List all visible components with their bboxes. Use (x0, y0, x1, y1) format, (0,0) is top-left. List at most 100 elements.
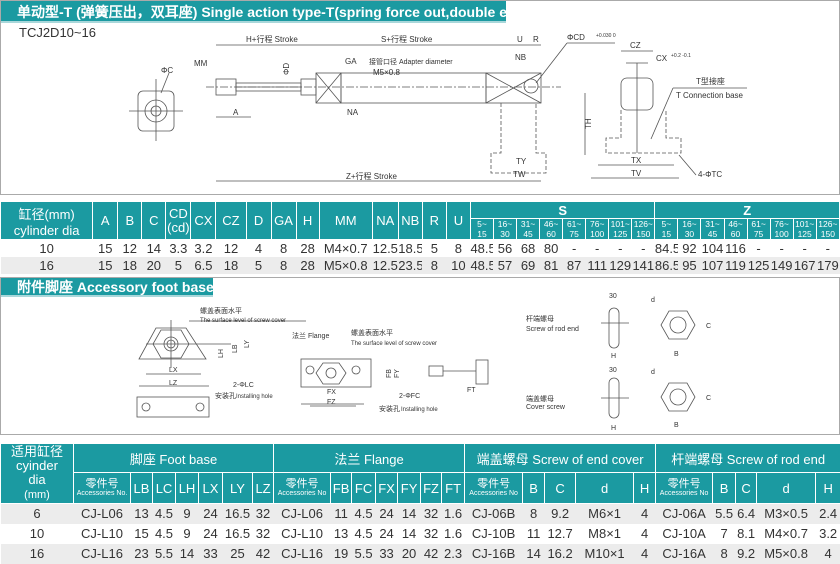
header-ly: LY (223, 473, 253, 504)
header-r: R (422, 202, 446, 240)
label-tbase-en: T Connection base (676, 91, 744, 100)
header-na: NA (372, 202, 398, 240)
table-cell: 179 (816, 257, 839, 274)
label-cz: CZ (630, 41, 641, 50)
table-cell: - (770, 240, 793, 257)
table-cell: 24 (199, 504, 223, 524)
label-rod-cn: 杆端螺母 (526, 314, 554, 323)
label-flange-surface-cn: 螺盖表面水平 (351, 328, 393, 337)
label-install-en: Installing hole (236, 394, 273, 400)
header-fb: FB (331, 473, 352, 504)
table-cell: 4 (246, 240, 271, 257)
table-cell: 10 (1, 524, 74, 544)
table-cell: 5 (422, 240, 446, 257)
flange-drawing: 法兰 Flange 螺盖表面水平 The surface level of sc… (292, 328, 488, 413)
label-c-rod: C (706, 323, 711, 330)
table-cell: 33 (376, 544, 398, 564)
table-cell: 12 (118, 240, 142, 257)
label-tx: TX (631, 156, 642, 165)
table-cell: 8 (446, 240, 470, 257)
table-cell: 1.6 (442, 504, 465, 524)
table-cell: 23.5 (398, 257, 422, 274)
table-cell: 8 (271, 257, 296, 274)
table-cell: 20 (398, 544, 421, 564)
table-cell: 32 (421, 524, 442, 544)
table-cell: 6.4 (736, 504, 757, 524)
header-a: A (93, 202, 118, 240)
table-cell: 2.4 (816, 504, 840, 524)
table-cell: 32 (421, 504, 442, 524)
header-cover-c: C (545, 473, 576, 504)
label-a: A (233, 108, 239, 117)
table-cell: 12.5 (372, 257, 398, 274)
header-h: H (296, 202, 319, 240)
label-h-rod: H (611, 353, 616, 360)
label-flange-install-en: Installing hole (401, 407, 438, 413)
table-cell: 13 (131, 504, 153, 524)
table-cell: 3.3 (166, 240, 191, 257)
table-cell: 8 (713, 544, 736, 564)
table-cell: CJ-L06 (274, 504, 331, 524)
label-flange-surface-en: The surface level of screw cover (351, 341, 437, 347)
table-cell: 4 (634, 524, 656, 544)
header-rod-d: d (757, 473, 816, 504)
table-cell: 4.5 (352, 504, 376, 524)
table-cell: CJ-L10 (74, 524, 131, 544)
table-cell: 8 (523, 504, 545, 524)
table-cell: 12.7 (545, 524, 576, 544)
label-u: U (517, 35, 523, 44)
label-flange: 法兰 Flange (292, 331, 329, 340)
table-cell: 6 (1, 504, 74, 524)
label-ty: TY (516, 157, 527, 166)
table-cell: 18 (118, 257, 142, 274)
table-cell: 16 (1, 544, 74, 564)
table-cell: 25 (223, 544, 253, 564)
table-cell: 141 (632, 257, 655, 274)
label-ga: GA (345, 57, 357, 66)
table-cell: CJ-L16 (74, 544, 131, 564)
table-cell: 48.5 (470, 257, 493, 274)
table-cell: 24 (376, 524, 398, 544)
table-cell: M3×0.5 (757, 504, 816, 524)
table-cell: 11 (331, 504, 352, 524)
table-cell: 8.1 (736, 524, 757, 544)
table-cell: 9 (176, 504, 199, 524)
header-z-range: 16~30 (678, 219, 701, 240)
table-cell: 24 (376, 504, 398, 524)
table-cell: 80 (540, 240, 563, 257)
table-cell: 20 (142, 257, 166, 274)
table-cell: 32 (253, 504, 274, 524)
table-cell: 24 (199, 524, 223, 544)
end-view: ΦC (129, 66, 183, 141)
label-lh: LH (218, 349, 225, 358)
label-fx: FX (327, 389, 336, 396)
table-cell: 57 (493, 257, 516, 274)
label-d-rod: d (651, 297, 655, 304)
table-cell: 86.5 (655, 257, 678, 274)
header-s-range: 101~125 (609, 219, 632, 240)
header-z-range: 61~75 (747, 219, 770, 240)
table-cell: 5.5 (713, 504, 736, 524)
table-cell: 111 (586, 257, 609, 274)
table-cell: 2.3 (442, 544, 465, 564)
table-cell: M10×1 (576, 544, 634, 564)
label-phiD: ΦD (282, 63, 291, 75)
table-cell: 16 (1, 257, 93, 274)
header-z: Z (655, 202, 840, 219)
table-cell: 14 (398, 504, 421, 524)
table-cell: 107 (701, 257, 724, 274)
header-rod-h: H (816, 473, 840, 504)
table-cell: 84.5 (655, 240, 678, 257)
header-ft: FT (442, 473, 465, 504)
table-cell: 8 (422, 257, 446, 274)
table-cell: M5×0.8 (319, 257, 372, 274)
header-z-range: 126~150 (816, 219, 839, 240)
table-cell: CJ-16A (656, 544, 713, 564)
table-cell: 4 (634, 504, 656, 524)
table-cell: 5.5 (352, 544, 376, 564)
table-cell: 42 (421, 544, 442, 564)
header-s-range: 126~150 (632, 219, 655, 240)
label-r: R (533, 35, 539, 44)
nut-drawings: 杆端螺母 Screw of rod end 端盖螺母 Cover screw 3… (526, 293, 711, 432)
